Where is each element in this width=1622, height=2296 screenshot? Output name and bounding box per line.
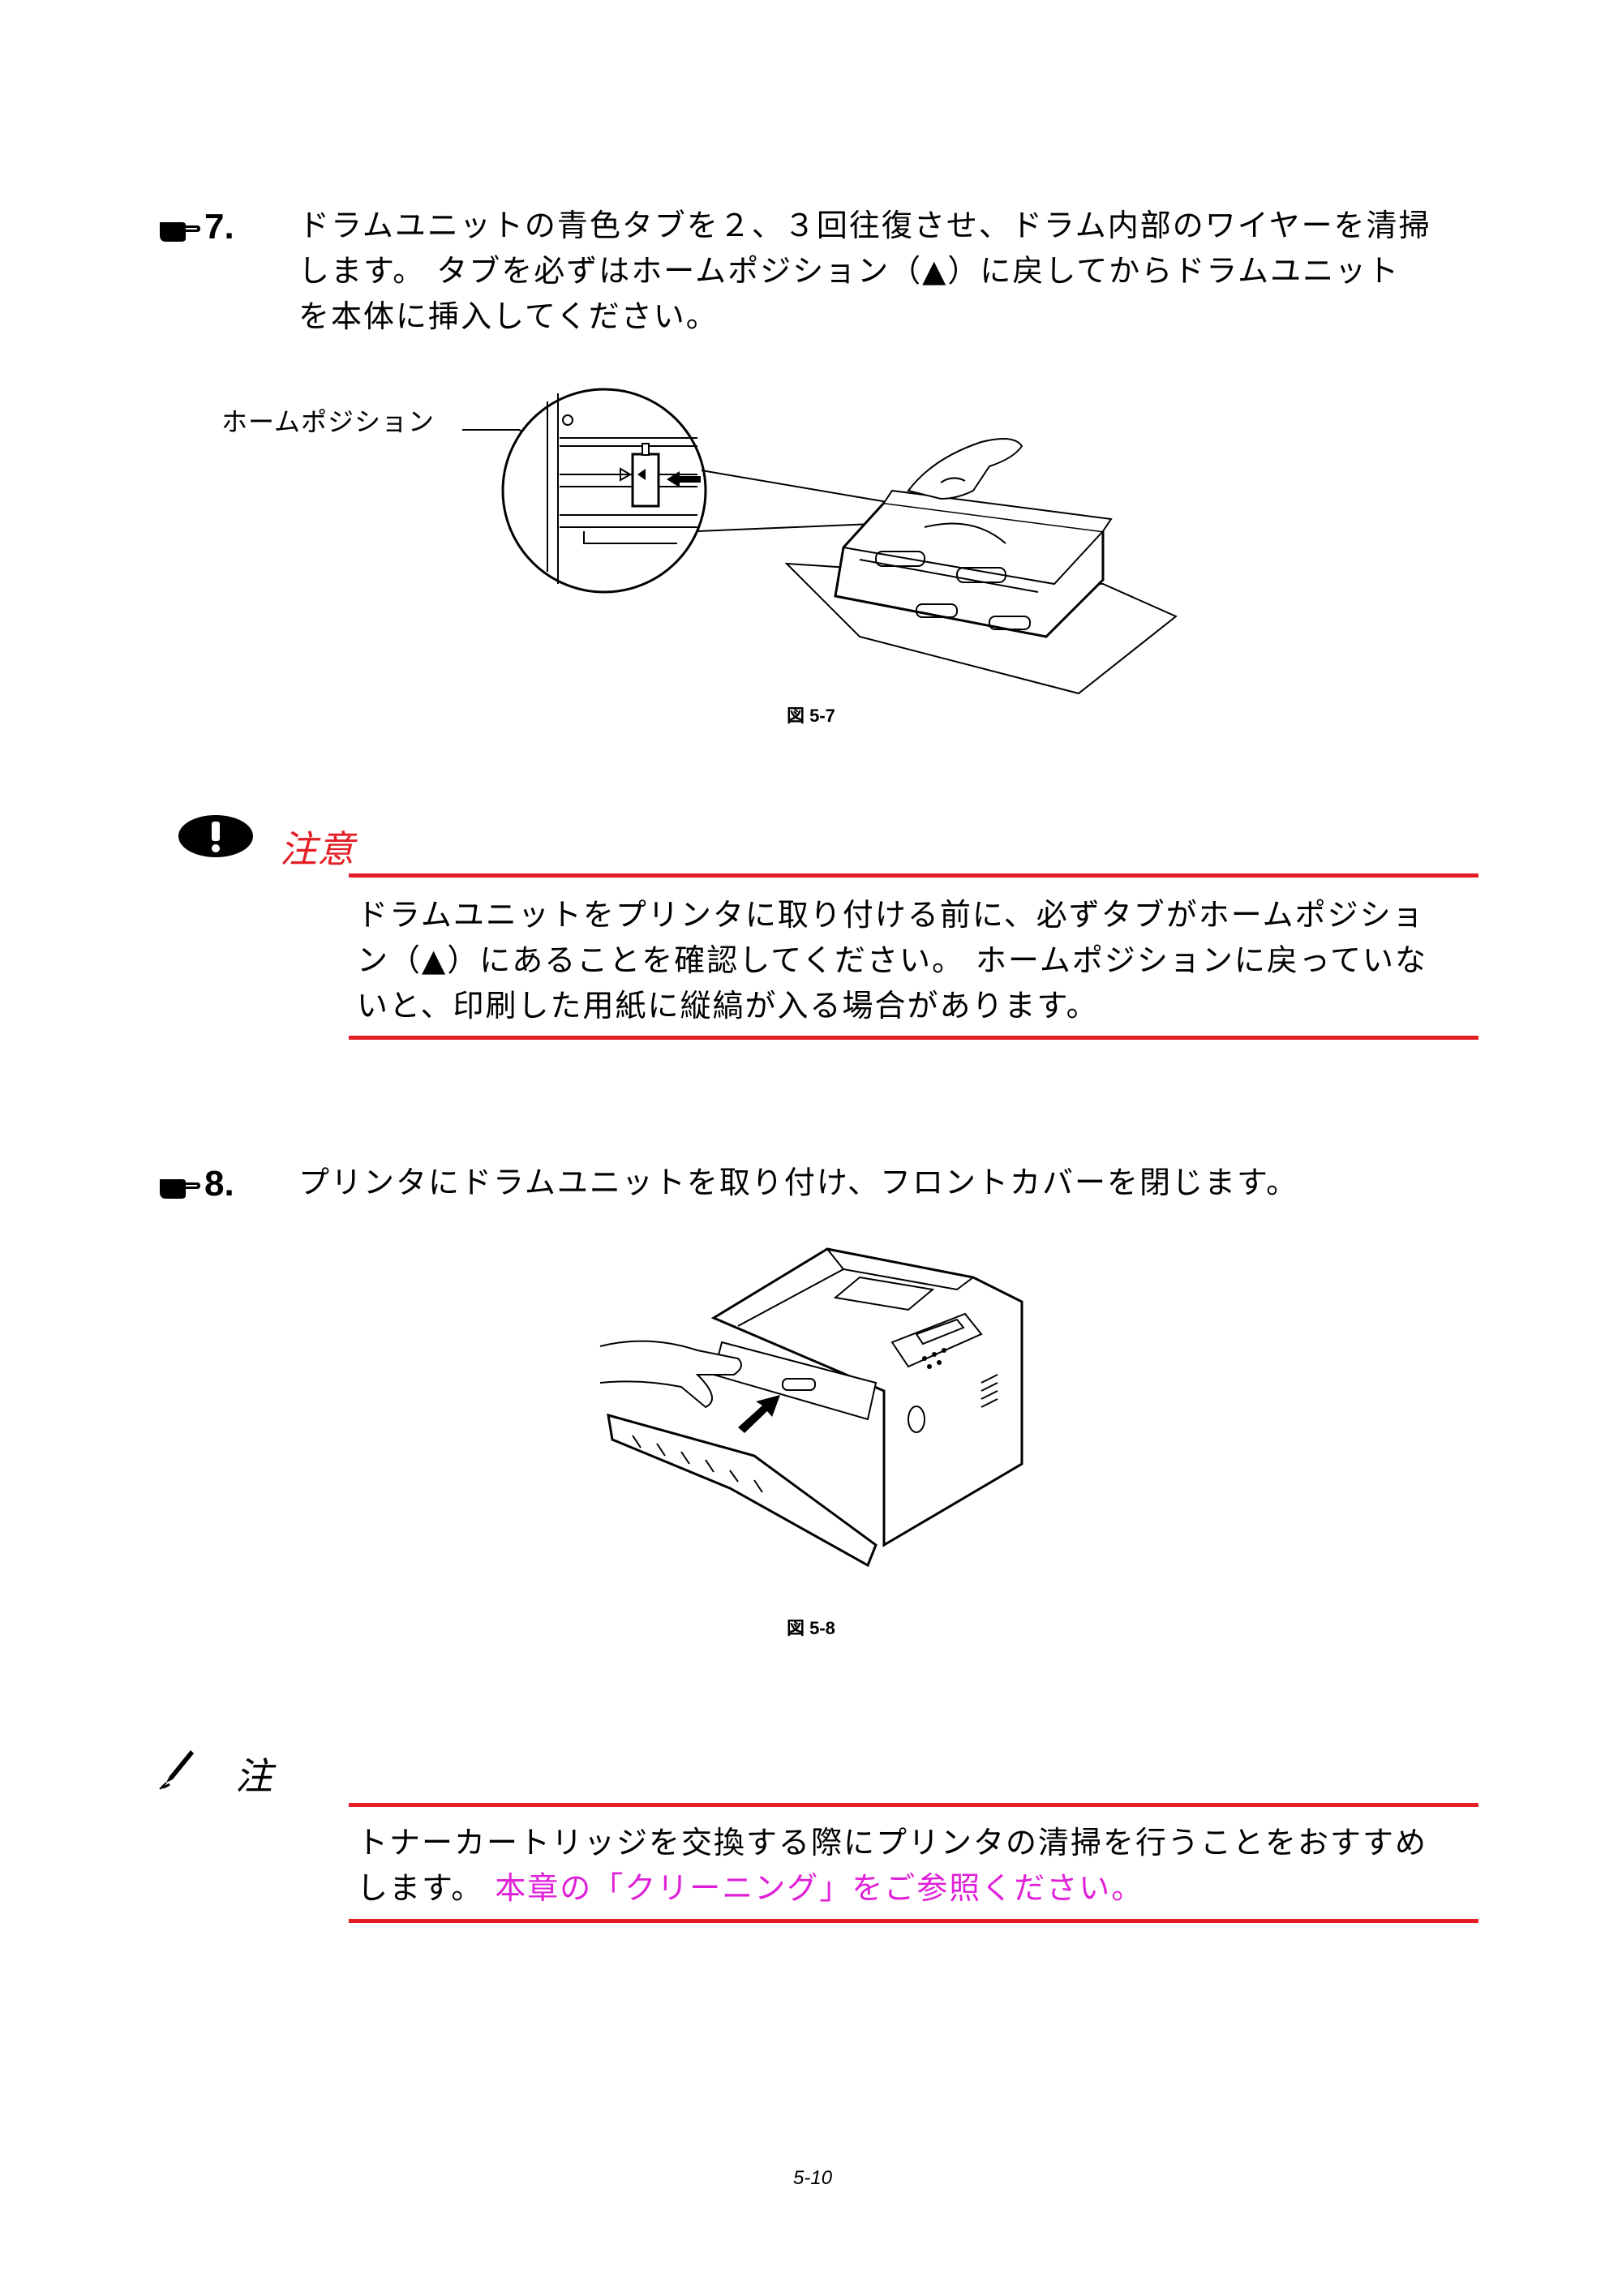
step-7-text: ドラムユニットの青色タブを２、３回往復させ、ドラム内部のワイヤーを清掃 します。… — [298, 208, 1431, 334]
caution-text: ドラムユニットをプリンタに取り付ける前に、必ずタブがホームポジショ ン（▲）にあ… — [357, 897, 1427, 1024]
step-8-text: プリンタにドラムユニットを取り付け、フロントカバーを閉じます。 — [298, 1165, 1299, 1200]
step-8-number: 8. — [204, 1164, 234, 1204]
note-bottom-rule — [349, 1919, 1478, 1923]
note-text-main: トナーカートリッジを交換する際にプリンタの清掃を行うことをおすすめ します。 — [357, 1825, 1428, 1906]
cleaning-reference-link[interactable]: 本章の「クリーニング」をご参照ください。 — [495, 1870, 1144, 1906]
figure-5-7-caption: 図 5-7 — [787, 706, 835, 726]
home-position-callout: ホームポジション — [221, 406, 436, 437]
pointing-hand-icon — [160, 222, 200, 242]
caution-top-rule — [349, 873, 1478, 878]
caution-bottom-rule — [349, 1036, 1478, 1040]
caution-title: 注意 — [280, 827, 354, 871]
note-top-rule — [349, 1803, 1478, 1807]
figure-5-8-caption: 図 5-8 — [787, 1618, 835, 1638]
drum-unit-illustration — [462, 388, 1178, 695]
step-7-number: 7. — [204, 207, 234, 247]
pointing-hand-icon — [160, 1179, 200, 1199]
printer-illustration — [599, 1247, 1023, 1568]
exclamation-icon — [178, 815, 253, 857]
note-title: 注 — [235, 1754, 272, 1798]
note-text: トナーカートリッジを交換する際にプリンタの清掃を行うことをおすすめ します。 本… — [357, 1820, 1476, 1911]
pen-icon — [159, 1750, 194, 1790]
page-number: 5-10 — [793, 2167, 833, 2189]
